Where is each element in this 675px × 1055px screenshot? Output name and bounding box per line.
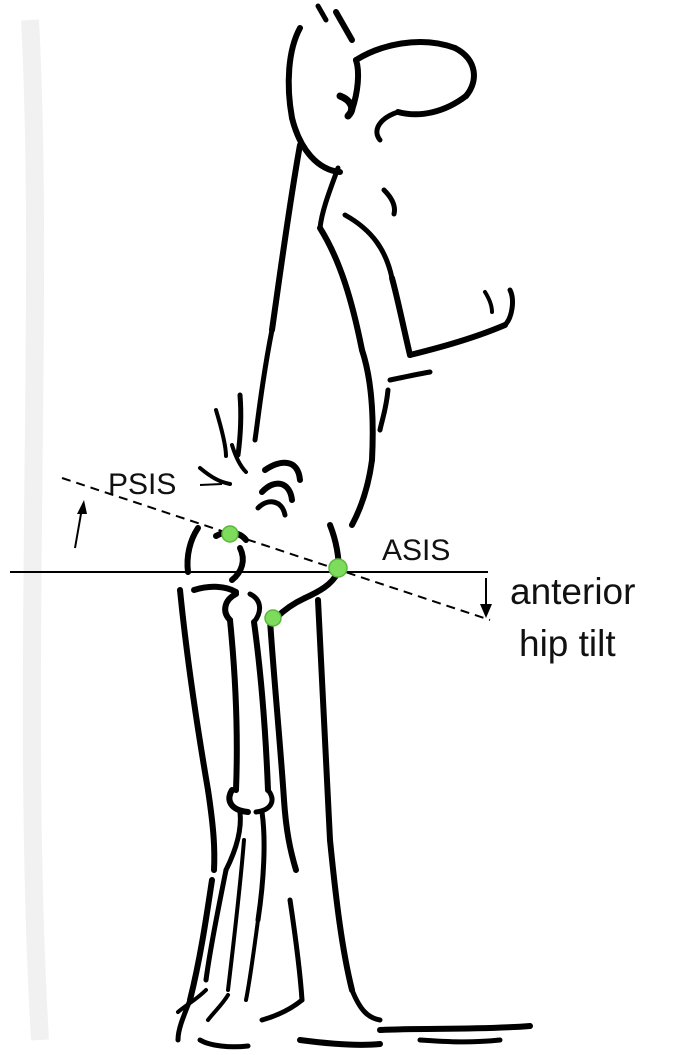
anterior-label: anterior xyxy=(510,571,635,612)
up-arrow-icon xyxy=(75,500,87,548)
femur-bone xyxy=(178,594,272,1020)
psis-label: PSIS xyxy=(108,468,176,501)
pelvis-outline xyxy=(187,463,338,618)
torso-outline xyxy=(200,145,512,525)
paper-shadow xyxy=(30,20,40,1040)
psis-landmark xyxy=(222,526,238,542)
femoral-landmark xyxy=(265,610,281,626)
asis-landmark xyxy=(329,559,347,577)
asis-label: ASIS xyxy=(382,534,450,567)
down-arrow-icon xyxy=(480,578,492,618)
psis-pointer xyxy=(200,484,222,485)
hip-tilt-label: hip tilt xyxy=(519,623,616,664)
head-outline xyxy=(289,6,474,228)
